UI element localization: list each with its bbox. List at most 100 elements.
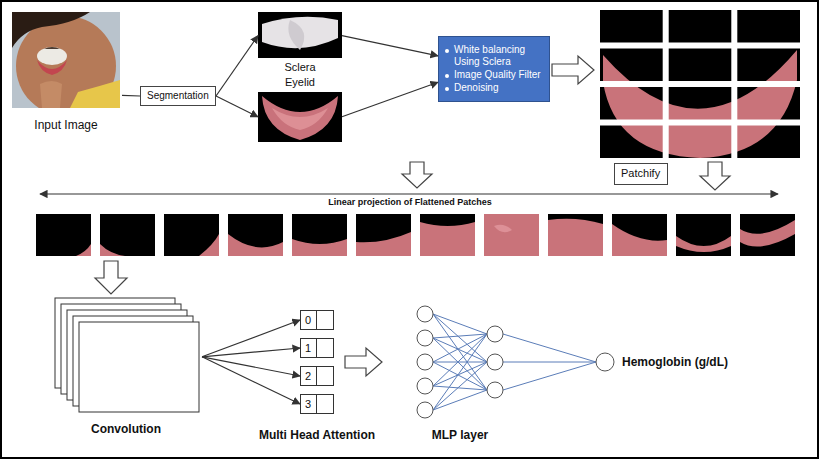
node-text: Input Image <box>34 118 97 132</box>
weight-line <box>503 362 596 363</box>
axis-caption: Linear projection of Flattened Patches <box>325 197 495 208</box>
weight-line <box>433 334 487 338</box>
span-arrow <box>40 193 778 194</box>
patch-ground <box>740 214 795 256</box>
process-box: White balancing Using ScleraImage Qualit… <box>438 36 550 102</box>
patch-tissue <box>292 239 347 256</box>
sclera-image <box>258 12 342 58</box>
text-row: Denoising <box>445 82 543 94</box>
weight-line <box>433 314 487 362</box>
patch-ground <box>164 214 219 256</box>
cell-divider <box>316 311 317 329</box>
output-neuron <box>596 353 614 371</box>
text-row: Patchify <box>621 167 661 180</box>
hidden-neuron <box>487 354 503 370</box>
patch <box>292 214 347 256</box>
bullet-dot <box>445 87 449 91</box>
hidden-neuron <box>487 382 503 398</box>
node-text: Convolution <box>91 422 161 436</box>
weight-line <box>433 334 487 410</box>
eyelid-shape <box>262 96 338 140</box>
input-neuron <box>417 330 433 346</box>
text-row: 0 <box>301 311 333 329</box>
connector-arrow <box>342 82 438 117</box>
text-row: Input Image <box>34 118 97 132</box>
input-neuron <box>417 378 433 394</box>
node-text: Segmentation <box>147 90 209 101</box>
weight-line <box>433 362 487 363</box>
block-arrow <box>345 348 382 376</box>
patch-ground <box>36 214 91 256</box>
patch-ground <box>228 214 283 256</box>
text-row: Segmentation <box>147 90 209 102</box>
sclera-shade <box>288 20 304 50</box>
photo-node: Input Image <box>10 10 122 132</box>
patch-tissue <box>76 244 91 256</box>
patch-tissue <box>420 222 475 256</box>
output-label: Hemoglobin (g/dL) <box>622 355 728 369</box>
hidden-neuron <box>487 326 503 342</box>
node-text: 0 <box>301 311 333 329</box>
patch-ground <box>356 214 411 256</box>
finger <box>40 81 62 108</box>
patch-tissue <box>228 234 283 256</box>
text-row: Eyelid <box>285 76 315 89</box>
cell-divider <box>316 339 317 357</box>
hair <box>12 12 90 48</box>
connector-arrow <box>202 348 300 357</box>
input-neuron <box>417 354 433 370</box>
iris <box>44 47 60 49</box>
text-row: Image Quality Filter <box>445 69 543 81</box>
patch-ground <box>612 214 667 256</box>
connector-arrow <box>216 96 258 117</box>
patch <box>420 214 475 256</box>
weight-line <box>503 362 596 390</box>
bullet-dot <box>445 49 449 53</box>
patch-ground <box>676 214 731 256</box>
text-row: Sclera <box>284 61 315 74</box>
text-row: Convolution <box>91 422 161 436</box>
image-node: Eyelid <box>258 76 342 144</box>
convolution-node: Convolution <box>50 292 202 436</box>
weight-line <box>433 314 487 390</box>
node-text: Patchify <box>621 167 660 179</box>
patch <box>100 214 155 256</box>
block-arrow <box>700 162 730 190</box>
weight-line <box>433 314 487 334</box>
eye-white <box>37 47 67 65</box>
text-row: 3 <box>301 395 333 413</box>
weight-line <box>433 362 487 410</box>
attention-head: 3 <box>300 394 334 414</box>
connector-arrow <box>342 36 438 56</box>
patch-tissue <box>356 232 411 256</box>
grid-gap <box>600 120 800 126</box>
node-text: White balancing Using Sclera <box>454 44 543 68</box>
weight-line <box>503 334 596 362</box>
patch-grid <box>600 10 800 158</box>
patch-ground <box>420 214 475 256</box>
connector-arrow <box>202 320 300 357</box>
patch-tissue <box>100 244 125 256</box>
patch-tissue <box>199 234 219 256</box>
eyelid-in-grid <box>603 50 797 158</box>
attention-head: 0 <box>300 310 334 330</box>
connector-arrow <box>216 36 258 96</box>
patch-tissue <box>494 225 512 233</box>
node-text: Sclera <box>284 61 315 73</box>
text-row: White balancing Using Sclera <box>445 44 543 68</box>
patch-tissue <box>676 236 731 252</box>
attention-head: 2 <box>300 366 334 386</box>
patch <box>356 214 411 256</box>
patch <box>612 214 667 256</box>
node-text: Eyelid <box>285 76 315 88</box>
input-neuron <box>417 306 433 322</box>
patch <box>228 214 283 256</box>
patch-tissue <box>612 224 667 256</box>
connector-arrow <box>202 357 300 404</box>
network-links <box>433 314 596 410</box>
feature-map <box>79 322 199 412</box>
